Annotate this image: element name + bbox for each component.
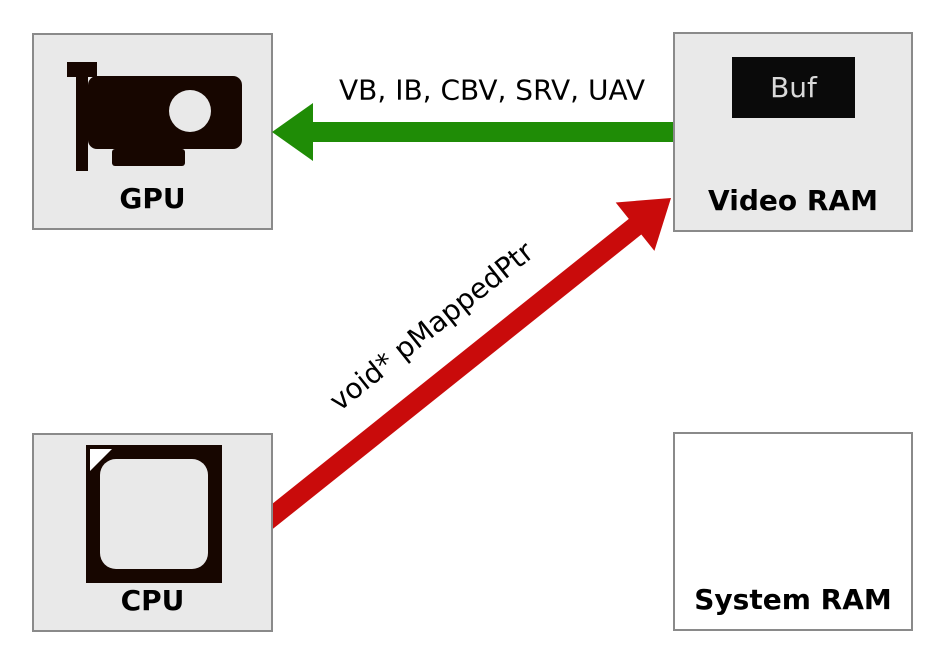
system-ram-label: System RAM bbox=[694, 583, 892, 617]
gpu-label: GPU bbox=[119, 182, 186, 216]
gpu-fan-shape bbox=[169, 90, 211, 132]
green-arrow bbox=[272, 103, 673, 161]
cpu-pin1-notch bbox=[90, 449, 112, 471]
gpu-box: GPU bbox=[32, 33, 273, 230]
gpu-connector-shape bbox=[112, 149, 185, 166]
buffer-label: Buf bbox=[770, 71, 817, 104]
red-arrow bbox=[273, 198, 671, 529]
gpu-body-shape bbox=[88, 76, 242, 149]
cpu-box: CPU bbox=[32, 433, 273, 632]
cpu-chip-icon bbox=[86, 445, 222, 583]
video-ram-box: Buf Video RAM bbox=[673, 32, 913, 232]
cpu-label: CPU bbox=[120, 584, 185, 618]
gpu-bracket-shape bbox=[67, 62, 97, 171]
red-arrow-label: void* pMappedPtr bbox=[322, 235, 540, 418]
buffer-block: Buf bbox=[732, 57, 855, 118]
cpu-die-shape bbox=[100, 459, 208, 569]
green-arrow-label: VB, IB, CBV, SRV, UAV bbox=[339, 73, 645, 107]
system-ram-box: System RAM bbox=[673, 432, 913, 631]
graphics-card-icon bbox=[67, 62, 242, 171]
video-ram-label: Video RAM bbox=[708, 184, 878, 218]
